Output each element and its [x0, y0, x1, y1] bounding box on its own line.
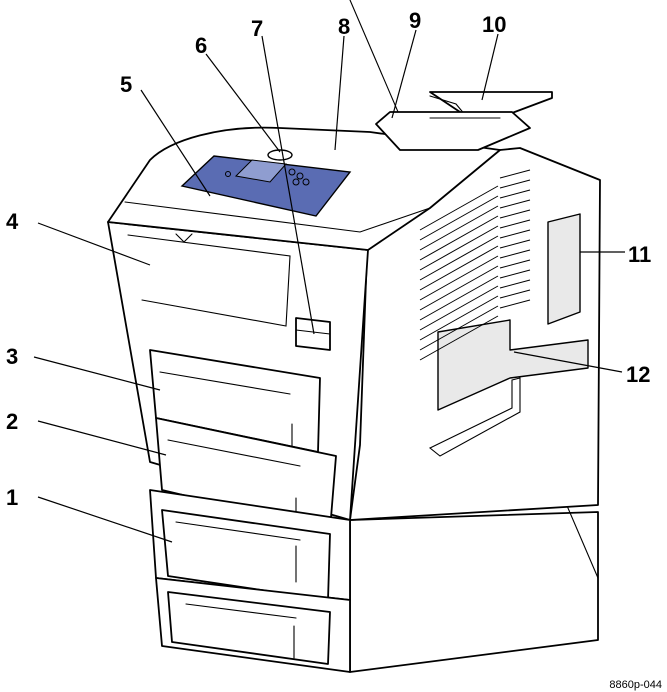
leader-9: [391, 29, 417, 119]
control-panel-display: [234, 159, 288, 183]
callout-labels: 1 2 3 4 5 6 7 8 9 10 11 12: [6, 8, 651, 510]
callout-2: 2: [6, 409, 18, 434]
callout-3: 3: [6, 344, 18, 369]
side-panel: [547, 213, 581, 325]
control-panel: [180, 155, 352, 217]
callout-11: 11: [628, 242, 651, 267]
bottom-tray-front: [167, 591, 331, 665]
lower-tray-side: [349, 511, 599, 673]
printer-illustration: [107, 0, 601, 673]
callout-4: 4: [6, 209, 19, 234]
side-vents: [419, 169, 531, 361]
callout-6: 6: [195, 33, 207, 58]
leader-1: [37, 496, 173, 543]
leader-10: [481, 33, 499, 101]
callout-9: 9: [409, 8, 421, 33]
leader-lines: [33, 29, 625, 543]
callout-10: 10: [482, 12, 506, 37]
side-door: [437, 319, 589, 411]
control-panel-surface: [180, 155, 352, 217]
leader-7: [261, 35, 315, 335]
leader-5: [140, 89, 211, 197]
leader-3: [33, 356, 161, 391]
output-tray: [375, 111, 531, 151]
leader-8: [334, 35, 345, 151]
figure-id: 8860p-044: [609, 679, 662, 691]
callout-5: 5: [120, 72, 132, 97]
callout-8: 8: [338, 14, 350, 39]
leader-4: [37, 222, 151, 266]
leader-12: [513, 351, 623, 373]
callout-12: 12: [626, 362, 650, 387]
leader-6: [205, 53, 281, 153]
front-door-latch: [295, 317, 331, 351]
callout-1: 1: [6, 485, 18, 510]
front-door-outline: [127, 234, 291, 327]
callout-7: 7: [251, 16, 263, 41]
leader-2: [37, 420, 167, 456]
top-cover-latch: [267, 149, 293, 161]
